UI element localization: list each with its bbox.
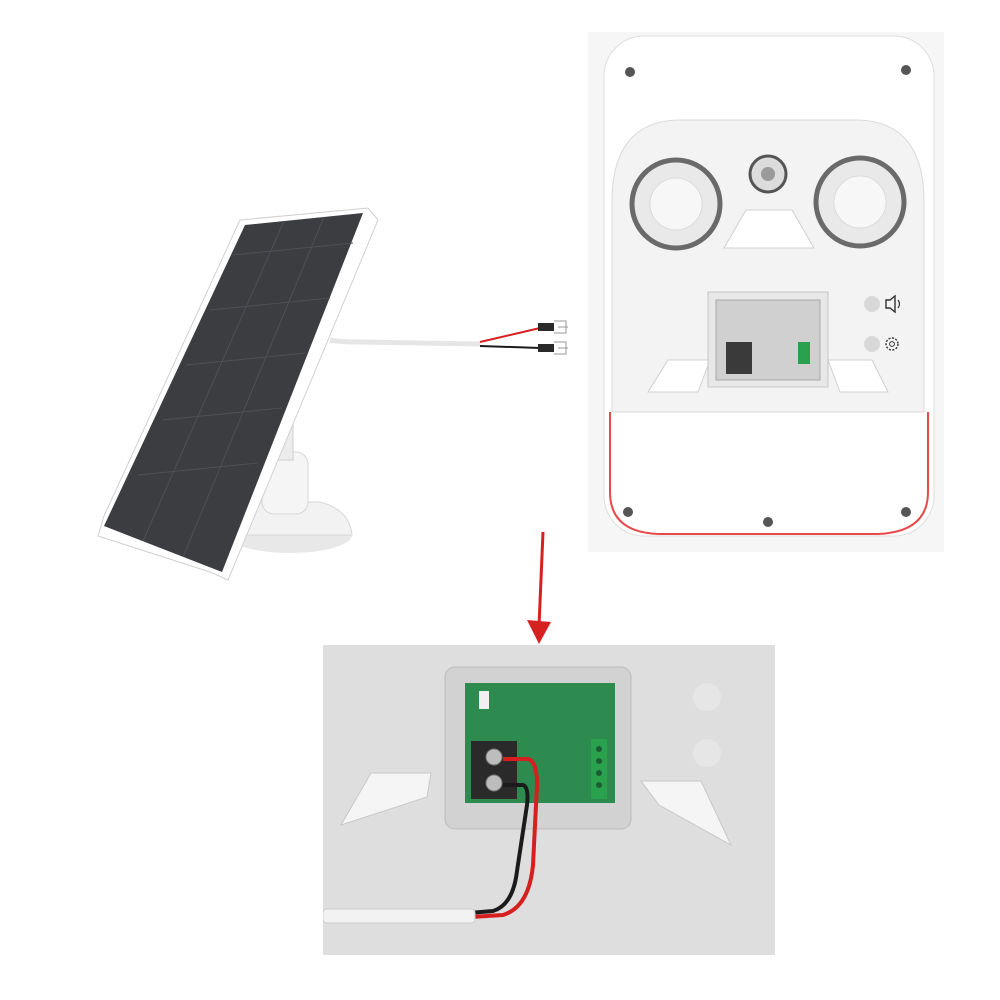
- terminal-screw-bottom: [485, 774, 503, 792]
- cell-grid: [137, 216, 354, 558]
- left-bracket: [339, 772, 432, 826]
- screws: [623, 65, 911, 527]
- black-lead-terminal-sleeve: [538, 344, 554, 352]
- green-connector: [798, 342, 810, 364]
- camera-back-housing-illustration: [588, 32, 944, 552]
- housing-red-seam: [609, 412, 929, 535]
- top-bracket-slot: [723, 209, 815, 249]
- red-down-arrow: [515, 528, 565, 646]
- red-lead: [479, 327, 541, 343]
- red-lead-terminal-sleeve: [538, 323, 554, 331]
- red-lead-fork-terminal: [554, 320, 568, 334]
- green-terminal-strip: [591, 739, 607, 799]
- power-cable: [329, 337, 481, 347]
- sensor-lens-center: [761, 167, 775, 181]
- right-top-bump: [693, 683, 721, 711]
- speaker-icon: [864, 294, 901, 314]
- screw-terminal-block: [726, 342, 752, 374]
- black-wire: [468, 783, 530, 915]
- solar-panel-illustration: [0, 180, 600, 600]
- cable-sheath: [323, 908, 476, 924]
- terminal-screw-top: [485, 748, 503, 766]
- black-lead: [479, 345, 541, 349]
- right-bottom-bump: [693, 739, 721, 767]
- black-lead-fork-terminal: [554, 341, 568, 355]
- red-wire: [470, 757, 540, 919]
- right-speaker-grille: [813, 155, 907, 249]
- wiring-closeup-illustration: [323, 645, 775, 955]
- green-terminal-holes: [596, 746, 602, 788]
- dip-switch: [479, 691, 489, 709]
- left-bracket-slot: [647, 359, 711, 393]
- right-bracket-slot: [827, 359, 889, 393]
- gear-icon: [864, 336, 899, 352]
- left-speaker-grille: [629, 157, 723, 251]
- right-bracket: [640, 780, 733, 847]
